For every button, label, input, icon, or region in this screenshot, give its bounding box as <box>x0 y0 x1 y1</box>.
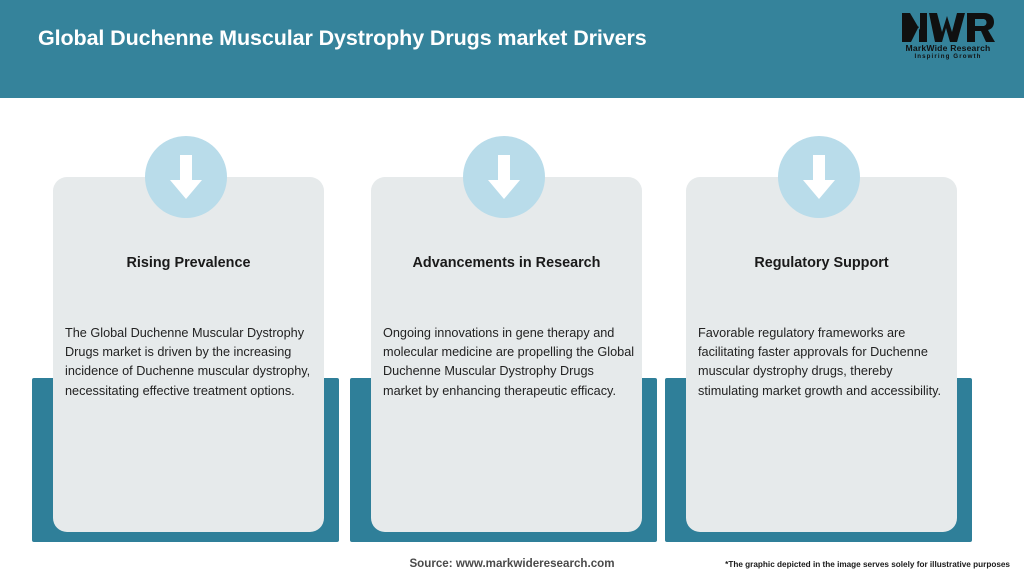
disclaimer-label: *The graphic depicted in the image serve… <box>725 560 1010 569</box>
card-body-1: The Global Duchenne Muscular Dystrophy D… <box>65 326 311 398</box>
card-panel-2: Advancements in Research Ongoing innovat… <box>371 177 642 532</box>
page-title: Global Duchenne Muscular Dystrophy Drugs… <box>38 26 647 50</box>
arrow-down-icon <box>170 155 202 199</box>
driver-card-3: Regulatory Support Favorable regulatory … <box>665 98 972 542</box>
driver-card-1: Rising Prevalence The Global Duchenne Mu… <box>32 98 339 542</box>
card-panel-3: Regulatory Support Favorable regulatory … <box>686 177 957 532</box>
arrow-down-icon-badge-3 <box>778 136 860 218</box>
header-band: Global Duchenne Muscular Dystrophy Drugs… <box>0 0 1024 98</box>
logo-tagline: Inspiring Growth <box>914 53 982 60</box>
mwr-monogram-icon <box>902 13 995 42</box>
card-title-2: Advancements in Research <box>412 255 601 271</box>
arrow-down-icon <box>803 155 835 199</box>
drivers-card-row: Rising Prevalence The Global Duchenne Mu… <box>0 98 1024 542</box>
card-title-3: Regulatory Support <box>754 255 889 271</box>
card-panel-1: Rising Prevalence The Global Duchenne Mu… <box>53 177 324 532</box>
logo-brand-name: MarkWide Research <box>905 43 991 53</box>
driver-card-2: Advancements in Research Ongoing innovat… <box>350 98 657 542</box>
source-label: Source: www.markwideresearch.com <box>409 557 615 570</box>
arrow-down-icon <box>488 155 520 199</box>
card-body-2: Ongoing innovations in gene therapy and … <box>383 326 635 398</box>
arrow-down-icon-badge-1 <box>145 136 227 218</box>
card-title-1: Rising Prevalence <box>126 255 251 271</box>
arrow-down-icon-badge-2 <box>463 136 545 218</box>
brand-logo: MarkWide Research Inspiring Growth <box>896 10 1000 68</box>
card-body-3: Favorable regulatory frameworks are faci… <box>698 326 942 398</box>
